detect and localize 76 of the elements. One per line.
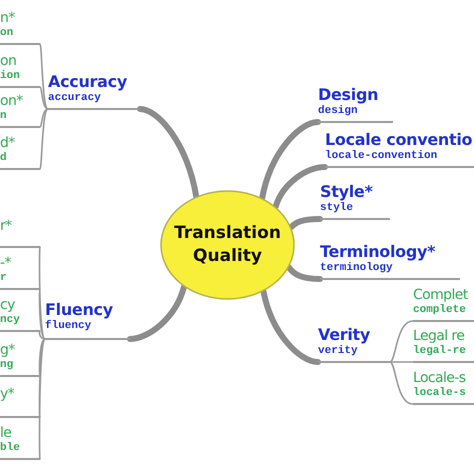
branch-connector — [259, 119, 321, 201]
branch-connector — [288, 216, 323, 230]
branch-connector — [272, 164, 328, 210]
topic-label: Locale-s — [413, 370, 466, 386]
connector — [389, 361, 414, 363]
topic-code: r — [0, 272, 7, 284]
topic-title: Translation Quality — [173, 222, 282, 268]
topic-label: r* — [0, 218, 12, 234]
connector — [39, 108, 49, 170]
branch-connector — [286, 264, 323, 282]
branch-topic — [320, 242, 460, 280]
topic-code: locale-convention — [325, 150, 438, 162]
connector — [38, 338, 46, 460]
topic-code: legal-re — [413, 345, 466, 357]
branch-topic — [320, 182, 390, 220]
subtopic — [413, 328, 474, 363]
topic-label: d* — [0, 135, 15, 151]
branch-topic — [48, 72, 140, 110]
topic-code: verity — [318, 345, 358, 357]
subtopic — [0, 93, 40, 128]
subtopic — [0, 218, 40, 248]
branch-connector — [260, 288, 321, 365]
topic-code: ncy — [0, 314, 20, 326]
topic-label: Legal re — [413, 328, 464, 344]
topic-label: g* — [0, 342, 15, 358]
branch-connector — [137, 106, 200, 200]
topic-label: on* — [0, 93, 23, 109]
connector — [38, 288, 46, 340]
subtopic — [0, 255, 40, 290]
topic-label: on — [0, 53, 16, 69]
topic-label: cy — [0, 297, 15, 313]
connector — [38, 246, 46, 340]
topic-label: -* — [0, 255, 11, 271]
topic-code: style — [320, 202, 354, 214]
branch-topic — [318, 85, 393, 123]
topic-code: fluency — [45, 320, 92, 332]
topic-label: Locale conventio — [325, 130, 472, 149]
connector — [389, 320, 414, 363]
branch-connector — [127, 284, 187, 342]
subtopic — [0, 386, 40, 418]
topic-code: ng — [0, 359, 14, 371]
topic-label: le — [0, 425, 12, 441]
topic-code: on — [0, 27, 14, 39]
topic-code: terminology — [320, 262, 393, 274]
topic-label: Design — [318, 85, 378, 104]
subtopic — [413, 370, 474, 405]
branch-topic — [325, 130, 474, 168]
connector — [39, 108, 49, 128]
topic-ellipse — [160, 190, 295, 300]
connector — [389, 361, 414, 405]
topic-code: locale-s — [413, 387, 466, 399]
connector — [38, 330, 46, 340]
connector — [39, 43, 49, 110]
subtopic — [0, 135, 40, 170]
subtopic — [0, 425, 40, 460]
branch-topic — [45, 300, 130, 340]
topic-code: ion — [0, 70, 20, 82]
topic-code: n — [0, 110, 7, 122]
subtopic — [0, 342, 40, 377]
connector — [39, 86, 49, 110]
topic-code: complete — [413, 304, 466, 316]
subtopic — [413, 287, 474, 322]
topic-label: y* — [0, 386, 14, 402]
topic-label: Terminology* — [320, 242, 436, 261]
topic-code: design — [318, 105, 358, 117]
topic-label: Accuracy — [48, 72, 127, 91]
topic-label: Verity — [318, 325, 370, 344]
branch-topic — [318, 325, 390, 363]
topic-code: accuracy — [48, 92, 101, 104]
topic-label: n* — [0, 10, 15, 26]
subtopic — [0, 10, 40, 45]
topic-label: Fluency — [45, 300, 113, 319]
topic-label: Complet — [413, 287, 468, 303]
topic-label: Style* — [320, 182, 373, 201]
topic-code: ble — [0, 442, 20, 454]
topic-code: d — [0, 152, 7, 164]
